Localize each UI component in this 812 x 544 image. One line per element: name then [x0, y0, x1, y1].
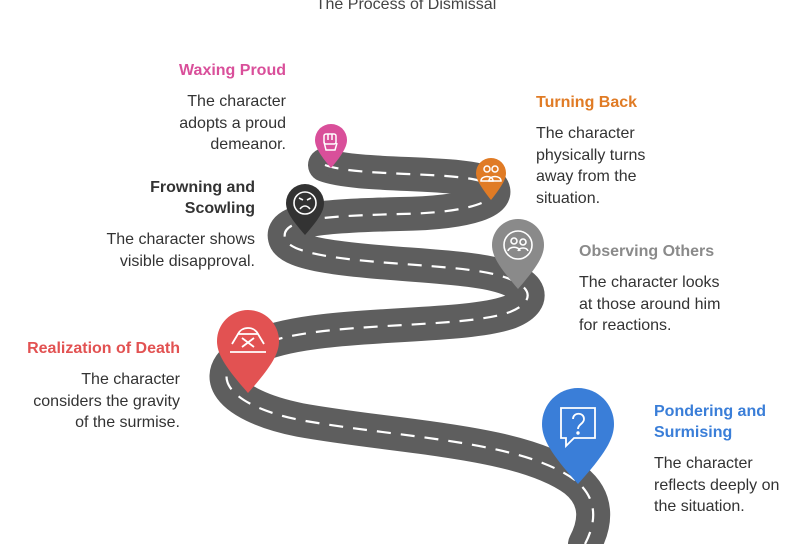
question-bubble-icon — [560, 407, 596, 449]
step-title-line: Pondering and — [654, 403, 766, 420]
step-desc-line: at those around him — [579, 295, 721, 313]
step-desc-line: of the surmise. — [75, 414, 180, 431]
step-desc-line: The character — [536, 125, 635, 142]
step-turning-back: Turning Back The character physically tu… — [536, 92, 645, 209]
step-desc-line: away from the — [536, 168, 637, 185]
marker-realization-of-death — [217, 310, 279, 393]
marker-observing-others — [492, 219, 544, 289]
step-desc-line: The character looks — [579, 274, 720, 291]
step-desc-line: physically turns — [536, 146, 646, 164]
step-title: Frowning and Scowling — [106, 177, 255, 219]
step-frowning-scowling: Frowning and Scowling The character show… — [106, 177, 255, 272]
step-title: Turning Back — [536, 92, 645, 113]
step-desc-line: adopts a proud — [179, 114, 286, 132]
skull-crossbones-icon — [230, 327, 266, 353]
step-title-line: Realization of Death — [27, 340, 180, 357]
frowning-face-icon — [293, 191, 317, 215]
step-desc-line: the situation. — [654, 498, 745, 515]
step-observing-others: Observing Others The character looks at … — [579, 241, 720, 337]
step-title-line: Observing Others — [579, 243, 715, 260]
step-realization-of-death: Realization of Death The character consi… — [27, 338, 180, 434]
step-desc-line: considers the gravity — [33, 392, 180, 410]
road-center-line — [225, 163, 595, 544]
marker-frowning-scowling — [286, 184, 324, 235]
step-title-line: Scowling — [184, 200, 255, 217]
step-desc-line: The character shows — [106, 231, 255, 248]
step-desc-line: reflects deeply on — [654, 476, 780, 494]
raised-fist-icon — [323, 133, 338, 151]
step-title: Waxing Proud — [179, 60, 286, 81]
marker-pondering-surmising — [542, 388, 614, 484]
group-icon — [503, 230, 533, 260]
step-title-line: Frowning and — [150, 179, 255, 196]
step-description: The character physically turns away from… — [536, 123, 645, 209]
marker-turning-back — [476, 158, 506, 200]
step-desc-line: demeanor. — [210, 136, 286, 153]
step-pondering-surmising: Pondering and Surmising The character re… — [654, 401, 779, 518]
step-title-line: Surmising — [654, 424, 733, 441]
people-icon — [480, 165, 502, 182]
marker-waxing-proud — [315, 124, 347, 168]
step-desc-line: The character — [654, 455, 753, 472]
diagram-title: The Process of Dismissal — [315, 0, 497, 13]
step-title: Observing Others — [579, 241, 720, 262]
step-title: Pondering and Surmising — [654, 401, 779, 443]
step-desc-line: The character — [187, 93, 286, 110]
step-description: The character looks at those around him … — [579, 272, 720, 337]
step-title: Realization of Death — [27, 338, 180, 359]
road-surface — [209, 148, 611, 544]
step-waxing-proud: Waxing Proud The character adopts a prou… — [179, 60, 286, 156]
step-title-line: Turning Back — [536, 94, 638, 111]
step-description: The character shows visible disapproval. — [106, 229, 255, 272]
step-title-line: Waxing Proud — [179, 62, 286, 79]
step-description: The character adopts a proud demeanor. — [179, 91, 286, 156]
step-description: The character considers the gravity of t… — [27, 369, 180, 434]
step-desc-line: for reactions. — [579, 317, 672, 334]
step-desc-line: visible disapproval. — [119, 252, 255, 270]
step-description: The character reflects deeply on the sit… — [654, 453, 779, 518]
step-desc-line: The character — [81, 371, 180, 388]
step-desc-line: situation. — [536, 189, 601, 207]
